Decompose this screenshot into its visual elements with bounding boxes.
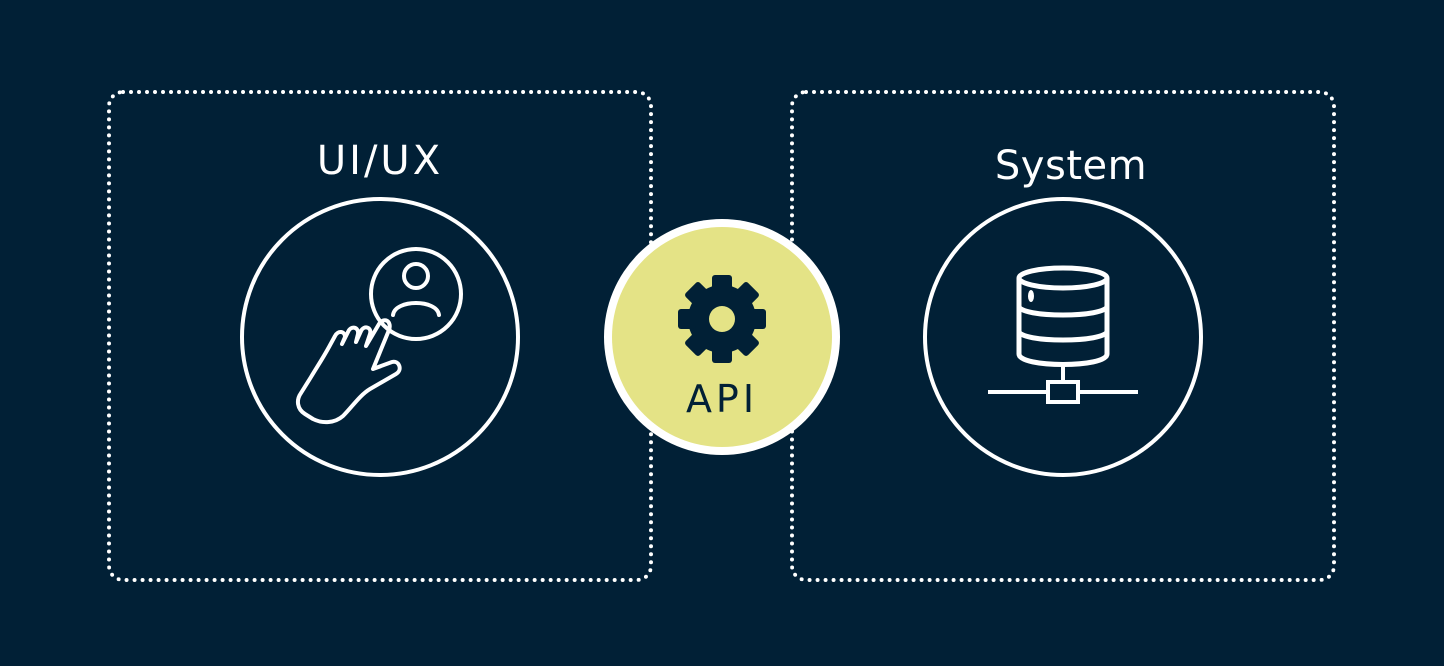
touch-user-icon bbox=[239, 196, 521, 478]
api-label: API bbox=[685, 377, 759, 421]
gear-icon bbox=[678, 275, 766, 363]
api-node bbox=[602, 217, 842, 457]
uiux-title: UI/UX bbox=[316, 138, 444, 184]
system-title: System bbox=[994, 143, 1148, 189]
database-server-icon bbox=[922, 196, 1204, 478]
